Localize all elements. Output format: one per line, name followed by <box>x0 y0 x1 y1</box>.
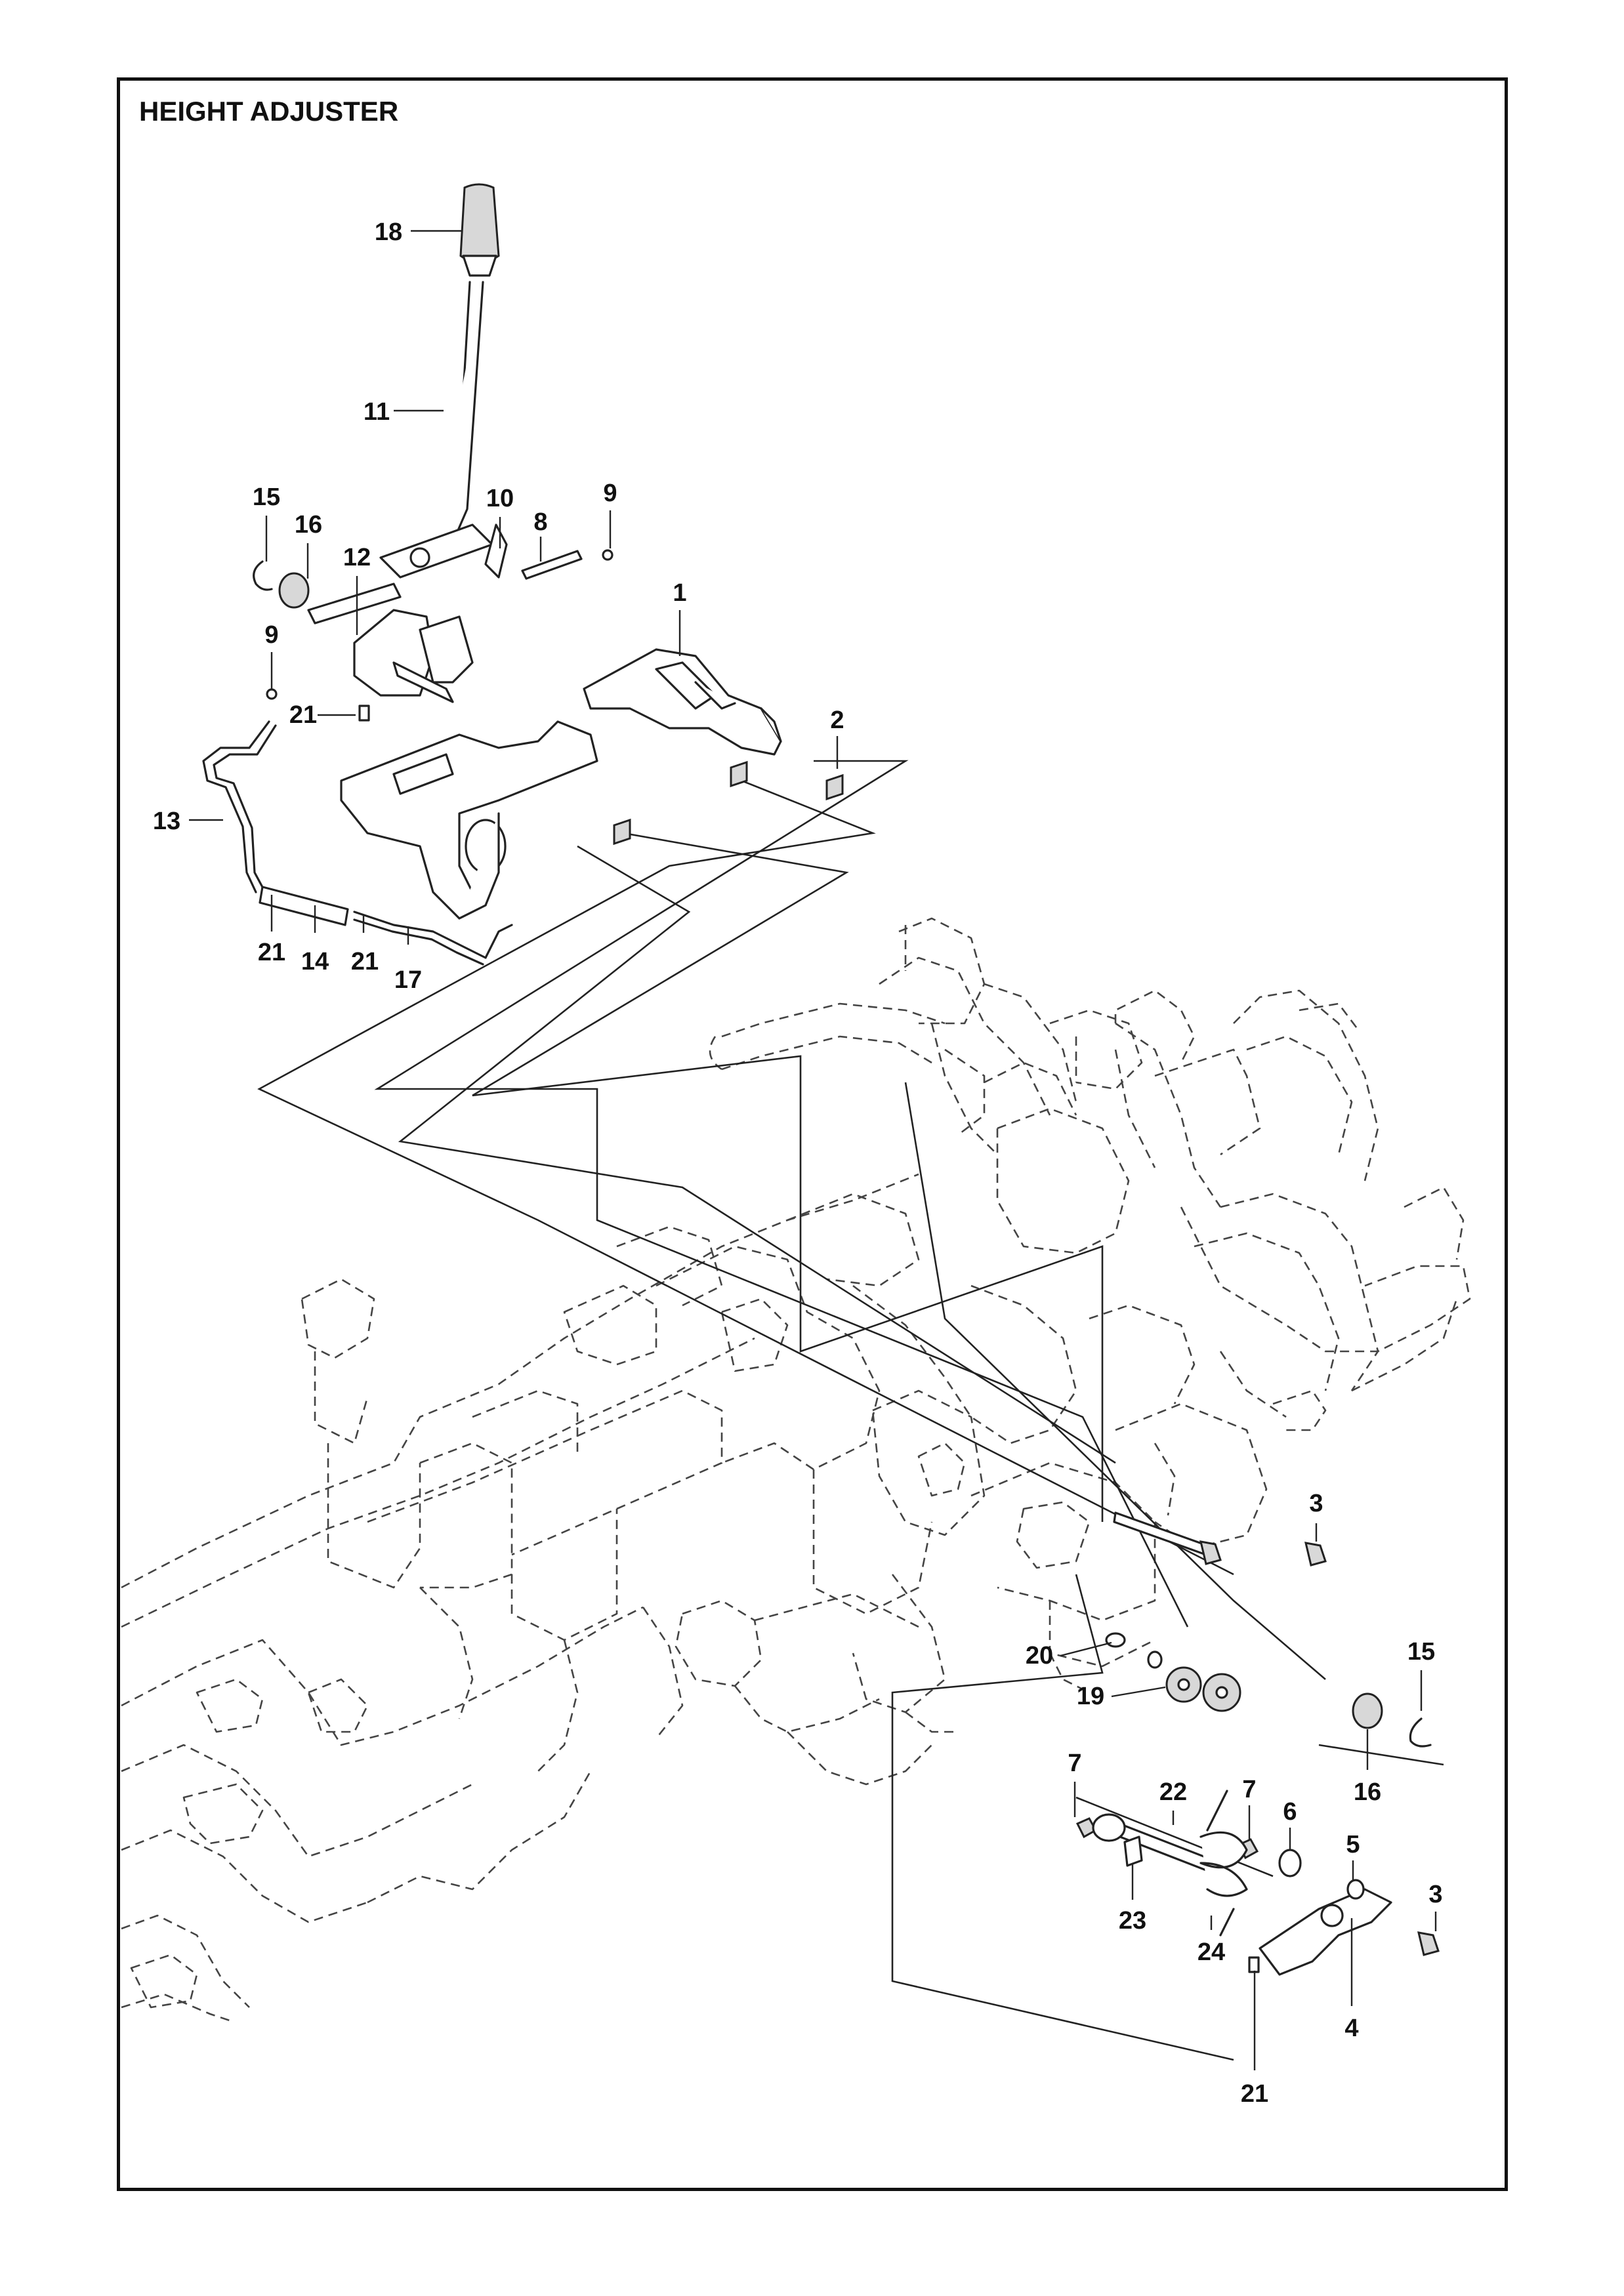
assembly-lines <box>257 760 1444 2061</box>
e-clip-part-15 <box>253 560 1432 1748</box>
callout-9: 9 <box>264 621 278 649</box>
callout-14: 14 <box>301 948 329 975</box>
callout-11: 11 <box>364 398 390 426</box>
callout-21: 21 <box>1241 2080 1268 2108</box>
callout-6: 6 <box>1283 1798 1297 1826</box>
stud-part-23 <box>1123 1835 1143 1867</box>
bolt-part-3 <box>1113 1511 1440 1956</box>
callout-leaders <box>189 230 1437 2070</box>
callout-16: 16 <box>1354 1778 1381 1806</box>
sprocket-part-19 <box>1105 1632 1241 1712</box>
callout-20: 20 <box>1026 1642 1053 1670</box>
callout-5: 5 <box>1346 1831 1360 1858</box>
chain-part-13 <box>202 720 513 966</box>
spacer-part-6 <box>1278 1849 1302 1877</box>
callout-3: 3 <box>1309 1490 1323 1517</box>
callout-21: 21 <box>351 948 379 975</box>
lever-rod-part-11 <box>419 281 484 568</box>
callout-17: 17 <box>394 966 422 994</box>
clip-part-9 <box>266 549 614 700</box>
callout-19: 19 <box>1077 1683 1104 1710</box>
callout-18: 18 <box>375 218 402 246</box>
clip-part-21 <box>358 705 1260 1973</box>
callout-12: 12 <box>343 544 371 571</box>
callout-8: 8 <box>533 508 547 536</box>
mounting-bracket <box>340 720 598 920</box>
lower-bracket-part-4 <box>1259 1888 1392 1976</box>
callout-4: 4 <box>1344 2015 1358 2042</box>
diagram-frame <box>117 77 1508 2191</box>
callout-21: 21 <box>289 701 317 729</box>
callout-24: 24 <box>1197 1938 1225 1966</box>
callout-9: 9 <box>603 480 617 507</box>
callout-13: 13 <box>153 808 180 835</box>
chassis-frame-outline <box>121 917 1471 2022</box>
knob-part-18 <box>459 183 500 277</box>
page-title: HEIGHT ADJUSTER <box>139 96 399 127</box>
top-cover-part-1 <box>583 648 782 756</box>
pivot-plate-part-12 <box>307 583 474 703</box>
callout-15: 15 <box>253 483 280 511</box>
callout-21: 21 <box>258 939 285 966</box>
pin-part-8 <box>521 550 583 580</box>
callout-23: 23 <box>1119 1907 1146 1935</box>
callout-7: 7 <box>1242 1776 1256 1803</box>
shaft-part-22 <box>1092 1813 1215 1874</box>
callout-7: 7 <box>1068 1750 1081 1777</box>
washer-part-5 <box>1346 1879 1365 1900</box>
callout-1: 1 <box>673 579 686 607</box>
spring-part-24 <box>1199 1790 1248 1937</box>
callout-16: 16 <box>295 511 322 539</box>
turnbuckle-part-14 <box>259 886 349 926</box>
callout-10: 10 <box>486 485 514 512</box>
bushing-part-16 <box>278 572 1383 1729</box>
lever-bracket-part-10 <box>379 523 508 579</box>
callout-3: 3 <box>1428 1881 1442 1908</box>
callout-labels: 18 11 15 16 12 10 8 9 1 9 21 2 13 21 14 … <box>153 218 1443 2108</box>
callout-15: 15 <box>1407 1638 1435 1666</box>
spacer-nut-part-2 <box>613 760 844 846</box>
callout-22: 22 <box>1159 1778 1187 1806</box>
callout-2: 2 <box>830 707 844 734</box>
